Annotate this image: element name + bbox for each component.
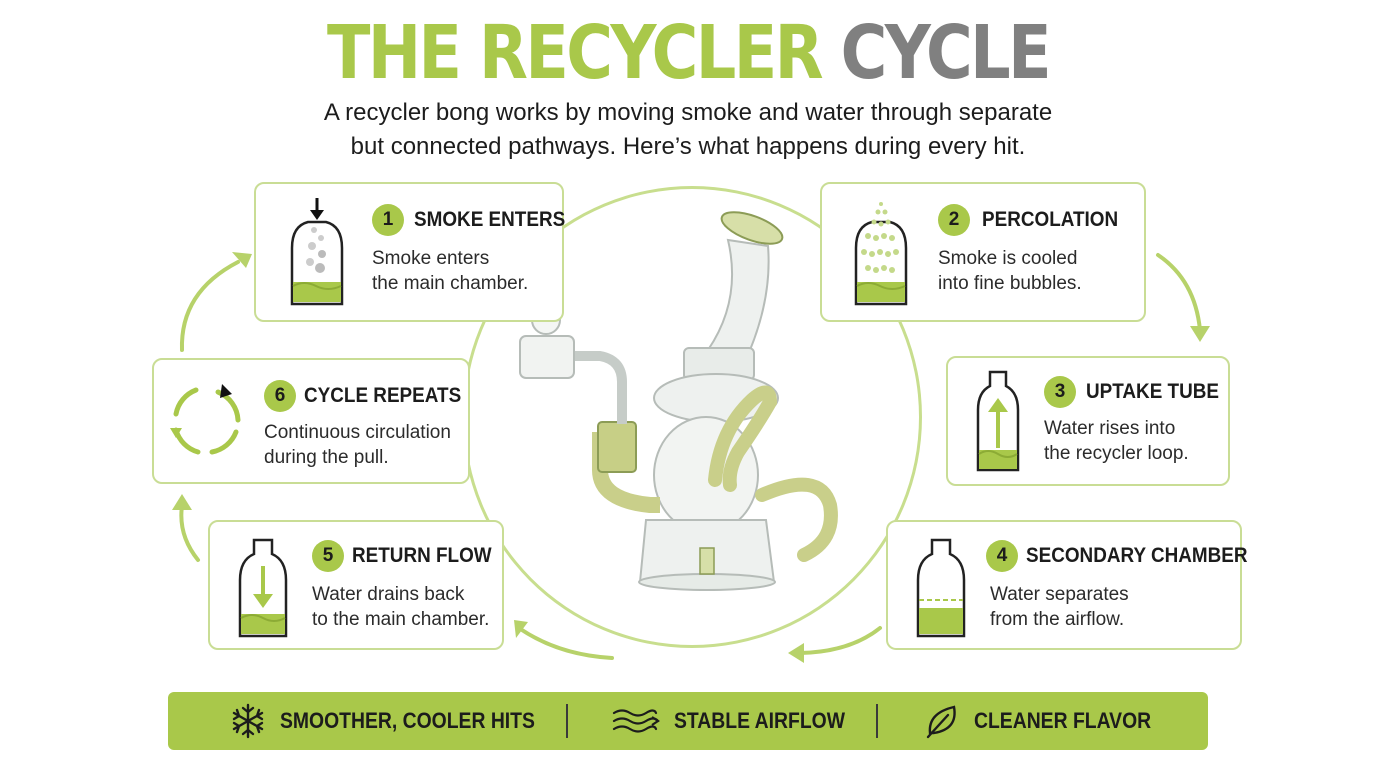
chamber-arrow-down-icon xyxy=(238,538,288,638)
chamber-bubbles-icon xyxy=(854,202,908,306)
subtitle: A recycler bong works by moving smoke an… xyxy=(288,96,1088,164)
airflow-waves-icon xyxy=(612,709,660,733)
step-number-3: 3 xyxy=(1044,376,1076,408)
benefit-label-2: STABLE AIRFLOW xyxy=(674,708,845,733)
step-desc-3a: Water rises into xyxy=(1044,418,1176,439)
arrow-5-to-6 xyxy=(179,504,200,562)
neck xyxy=(706,238,770,351)
benefits-banner: SMOOTHER, COOLER HITS STABLE AIRFLOW CLE… xyxy=(168,692,1208,750)
step-card-4: 4 SECONDARY CHAMBER Water separates from… xyxy=(886,520,1248,650)
arrowhead-5 xyxy=(514,620,528,638)
step-number-1: 1 xyxy=(372,204,404,236)
arrowhead-2-to-3 xyxy=(1190,326,1210,342)
bottle-arrow-up-icon xyxy=(976,370,1020,472)
banner-divider-2 xyxy=(876,704,878,738)
title-part-2: CYCLE xyxy=(840,10,1052,96)
step-card-1: 1 SMOKE ENTERS Smoke enters the main cha… xyxy=(254,182,566,322)
chamber-water-line-icon xyxy=(916,538,966,638)
step-desc-4a: Water separates xyxy=(990,584,1129,605)
arrowhead-6-to-1 xyxy=(232,252,252,268)
step-desc-5b: to the main chamber. xyxy=(312,609,490,630)
return-arm xyxy=(755,477,838,562)
benefit-label-3: CLEANER FLAVOR xyxy=(974,708,1152,733)
step-desc-1b: the main chamber. xyxy=(372,273,529,294)
arrow-5-from-center xyxy=(520,628,614,660)
step-desc-3b: the recycler loop. xyxy=(1044,443,1189,464)
step-title-1: SMOKE ENTERS xyxy=(414,208,566,231)
arrow-4-to-5 xyxy=(798,626,882,655)
step-desc-2b: into fine bubbles. xyxy=(938,273,1082,294)
banner-divider-1 xyxy=(566,704,568,738)
joint xyxy=(597,421,637,473)
mouthpiece-rim xyxy=(720,211,784,245)
page-title: THE RECYCLER CYCLE xyxy=(96,8,1279,98)
benefit-1: SMOOTHER, COOLER HITS xyxy=(230,692,570,750)
snowflake-icon xyxy=(232,703,264,739)
title-part-1: THE RECYCLER xyxy=(327,10,824,96)
step-desc-2a: Smoke is cooled xyxy=(938,248,1078,269)
step-title-6: CYCLE REPEATS xyxy=(304,384,462,407)
recycler-loop xyxy=(708,385,778,492)
leaf-icon xyxy=(926,705,956,739)
chamber-smoke-down-icon xyxy=(290,198,344,306)
benefit-label-1: SMOOTHER, COOLER HITS xyxy=(280,708,535,733)
arrow-6-to-1 xyxy=(179,260,240,352)
step-card-6: 6 CYCLE REPEATS Continuous circulation d… xyxy=(152,358,470,484)
arrowhead-5-to-6 xyxy=(172,494,192,510)
step-title-2: PERCOLATION xyxy=(982,208,1119,231)
step-desc-5a: Water drains back xyxy=(312,584,465,605)
step-title-4: SECONDARY CHAMBER xyxy=(1026,544,1248,567)
step-desc-6a: Continuous circulation xyxy=(264,422,451,443)
base-foot xyxy=(638,573,776,591)
banger-arm xyxy=(560,351,627,424)
benefit-3: CLEANER FLAVOR xyxy=(924,692,1175,750)
step-title-5: RETURN FLOW xyxy=(352,544,492,567)
step-number-2: 2 xyxy=(938,204,970,236)
step-desc-1a: Smoke enters xyxy=(372,248,490,269)
step-number-5: 5 xyxy=(312,540,344,572)
step-card-3: 3 UPTAKE TUBE Water rises into the recyc… xyxy=(946,356,1230,486)
step-card-2: 2 PERCOLATION Smoke is cooled into fine … xyxy=(820,182,1146,322)
subtitle-line-2: but connected pathways. Here’s what happ… xyxy=(350,133,1026,160)
subtitle-line-1: A recycler bong works by moving smoke an… xyxy=(323,99,1053,126)
step-card-5: 5 RETURN FLOW Water drains back to the m… xyxy=(208,520,504,650)
arrow-2-to-3 xyxy=(1156,253,1202,332)
benefit-2: STABLE AIRFLOW xyxy=(612,692,868,750)
arrowhead-4-to-5 xyxy=(788,643,804,663)
step-desc-6b: during the pull. xyxy=(264,447,389,468)
step-number-4: 4 xyxy=(986,540,1018,572)
banger-bucket xyxy=(519,335,575,379)
step-number-6: 6 xyxy=(264,380,296,412)
base-stem xyxy=(699,547,715,575)
step-title-3: UPTAKE TUBE xyxy=(1086,380,1220,403)
cycle-arrows-icon xyxy=(170,384,241,455)
step-desc-4b: from the airflow. xyxy=(990,609,1125,630)
